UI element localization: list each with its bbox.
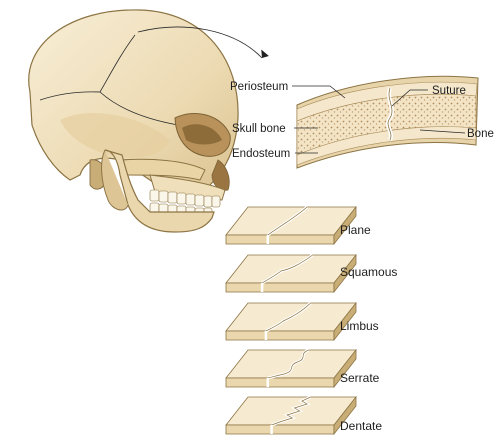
label-skull-bone: Skull bone: [232, 123, 286, 135]
label-endosteum: Endosteum: [232, 148, 290, 160]
cross-section-labels: Periosteum Skull bone Endosteum Suture B…: [230, 81, 494, 160]
suture-block-limbus: [225, 301, 357, 342]
skull-illustration: [28, 9, 239, 233]
label-plane: Plane: [340, 223, 371, 237]
mandible: [104, 149, 215, 233]
label-dentate: Dentate: [340, 419, 382, 433]
zoom-arrow: [137, 26, 269, 59]
label-limbus: Limbus: [340, 319, 379, 333]
suture-block-plane: [225, 205, 357, 246]
nasal-cavity: [211, 159, 230, 191]
label-squamous: Squamous: [340, 265, 397, 279]
upper-teeth: [149, 189, 221, 208]
label-suture: Suture: [432, 85, 466, 97]
suture-type-labels: Plane Squamous Limbus Serrate Dentate: [340, 223, 397, 433]
suture-block-dentate: [225, 395, 357, 436]
bone-cross-section: [296, 75, 479, 169]
label-bone: Bone: [467, 128, 494, 140]
label-serrate: Serrate: [340, 371, 380, 385]
label-periosteum: Periosteum: [230, 81, 288, 93]
suture-block-serrate: [225, 348, 357, 389]
suture-block-squamous: [225, 253, 357, 294]
suture-types: [225, 205, 357, 436]
